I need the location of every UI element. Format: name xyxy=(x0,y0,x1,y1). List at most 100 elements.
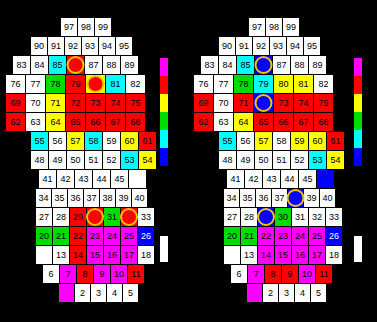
cell-number: 99 xyxy=(283,18,299,36)
foot-cell xyxy=(219,56,237,75)
foot-cell xyxy=(295,284,311,303)
cell-number: 42 xyxy=(245,170,262,188)
foot-cell xyxy=(139,132,157,151)
foot-cell xyxy=(254,75,274,94)
foot-cell xyxy=(59,284,75,303)
cell-number: 55 xyxy=(219,132,236,150)
cell-number: 58 xyxy=(273,132,290,150)
cell-number: 37 xyxy=(84,189,99,207)
scale-bar xyxy=(354,112,362,130)
cell-number: 58 xyxy=(85,132,102,150)
cell-number: 45 xyxy=(299,170,316,188)
scale-bar xyxy=(160,112,168,130)
cell-number: 59 xyxy=(291,132,308,150)
foot-cell xyxy=(288,189,304,208)
cell-number: 15 xyxy=(87,246,103,264)
cell-number: 94 xyxy=(99,37,115,55)
foot-cell xyxy=(292,208,309,227)
cell-number: 10 xyxy=(299,265,315,283)
cell-number: 51 xyxy=(85,151,102,169)
foot-cell xyxy=(304,189,320,208)
cell-number: 21 xyxy=(241,227,257,245)
foot-cell xyxy=(26,94,46,113)
foot-cell xyxy=(70,208,87,227)
foot-cell xyxy=(309,246,326,265)
cell-number: 13 xyxy=(241,246,257,264)
foot-cell xyxy=(106,94,126,113)
cell-number: 35 xyxy=(52,189,67,207)
cell-number: 73 xyxy=(274,94,293,112)
foot-cell xyxy=(66,94,86,113)
cell-number: 4 xyxy=(295,284,310,302)
foot-cell xyxy=(314,94,334,113)
foot-cell xyxy=(121,151,139,170)
cell-number: 25 xyxy=(309,227,325,245)
cell-number: 69 xyxy=(194,94,213,112)
foot-cell xyxy=(46,113,66,132)
foot-cell xyxy=(49,132,67,151)
cell-number: 52 xyxy=(291,151,308,169)
cell-number: 27 xyxy=(224,208,240,226)
cell-number: 41 xyxy=(227,170,244,188)
foot-cell xyxy=(138,246,155,265)
foot-cell xyxy=(224,208,241,227)
foot-cell xyxy=(61,18,78,37)
cell-number: 75 xyxy=(314,94,333,112)
foot-cell xyxy=(299,170,317,189)
foot-cell xyxy=(91,284,107,303)
foot-cell xyxy=(111,170,129,189)
foot-cell xyxy=(241,208,258,227)
cell-number: 51 xyxy=(273,151,290,169)
foot-cell xyxy=(326,246,343,265)
cell-number: 54 xyxy=(327,151,344,169)
foot-cell xyxy=(272,189,288,208)
cell-number: 28 xyxy=(53,208,69,226)
foot-cell xyxy=(36,227,53,246)
foot-cell xyxy=(31,37,48,56)
foot-cell xyxy=(320,189,336,208)
foot-cell xyxy=(273,132,291,151)
cell-number: 56 xyxy=(237,132,254,150)
foot-cell xyxy=(6,75,26,94)
cell-number: 6 xyxy=(231,265,247,283)
foot-cell xyxy=(68,189,84,208)
foot-cell xyxy=(237,151,255,170)
cell-number: 13 xyxy=(53,246,69,264)
cell-number: 8 xyxy=(77,265,93,283)
cell-number: 93 xyxy=(82,37,98,55)
cell-number: 71 xyxy=(46,94,65,112)
cell-number: 53 xyxy=(121,151,138,169)
foot-cell xyxy=(274,94,294,113)
foot-cell xyxy=(314,113,334,132)
foot-cell xyxy=(103,151,121,170)
cell-number: 95 xyxy=(304,37,320,55)
foot-cell xyxy=(292,246,309,265)
cell-number: 5 xyxy=(311,284,326,302)
cell-number: 91 xyxy=(48,37,64,55)
foot-cell xyxy=(93,170,111,189)
cell-number: 48 xyxy=(219,151,236,169)
foot-cell xyxy=(77,265,94,284)
cell-number: 71 xyxy=(234,94,253,112)
foot-cell xyxy=(309,227,326,246)
foot-cell xyxy=(254,113,274,132)
foot-cell xyxy=(86,75,106,94)
foot-cell xyxy=(327,132,345,151)
foot-cell xyxy=(84,189,100,208)
foot-cell xyxy=(49,151,67,170)
cell-number: 5 xyxy=(123,284,138,302)
foot-cell xyxy=(104,208,121,227)
foot-cell xyxy=(234,94,254,113)
foot-cell xyxy=(248,265,265,284)
foot-cell xyxy=(287,37,304,56)
cell-number: 43 xyxy=(75,170,92,188)
foot-cell xyxy=(53,246,70,265)
cell-number: 81 xyxy=(294,75,313,93)
foot-cell xyxy=(86,113,106,132)
cell-number: 68 xyxy=(126,113,145,131)
cell-number: 40 xyxy=(132,189,147,207)
foot-cell xyxy=(100,189,116,208)
foot-cell xyxy=(255,56,273,75)
cell-number: 62 xyxy=(194,113,213,131)
foot-cell xyxy=(245,170,263,189)
